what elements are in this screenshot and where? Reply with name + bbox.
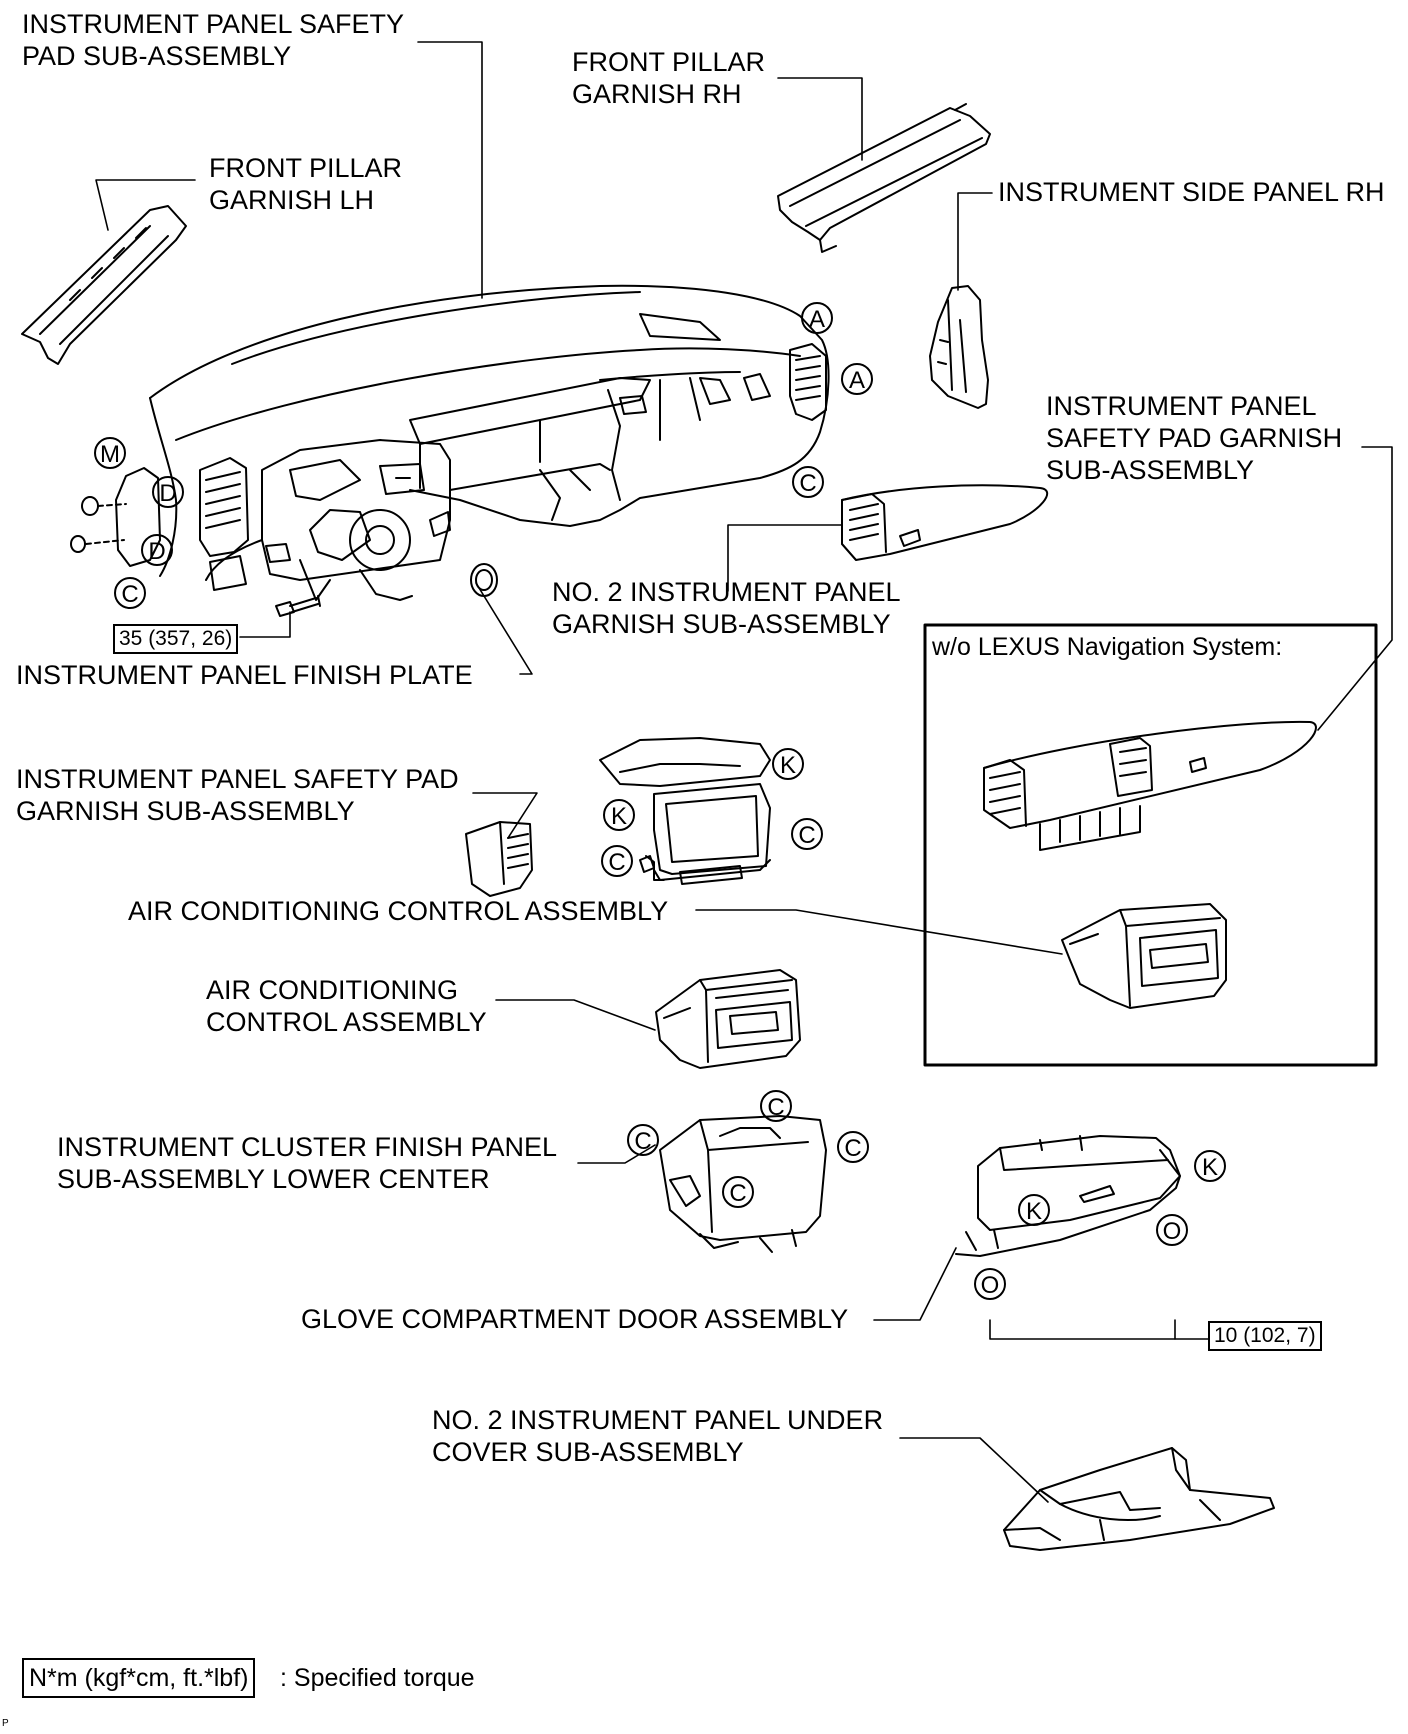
ref-letter-o1: O	[1163, 1218, 1182, 1245]
ref-circle-c8	[722, 1176, 754, 1208]
air-conditioning-control-assembly-main	[655, 969, 801, 1069]
instrument-cluster-finish-panel-lower-center	[659, 1115, 827, 1253]
ref-circle-a2	[841, 363, 873, 395]
ref-letter-c6: C	[634, 1128, 651, 1155]
ref-letter-c5: C	[767, 1094, 784, 1121]
front-pillar-garnish-rh	[777, 103, 991, 253]
label-front-pillar-garnish-lh: FRONT PILLAR GARNISH LH	[209, 153, 403, 215]
torque-bolt-left: 35 (357, 26)	[113, 624, 239, 654]
ref-circle-k2	[603, 799, 635, 831]
ref-circle-c5	[760, 1090, 792, 1122]
label-no2-under-cover: NO. 2 INSTRUMENT PANEL UNDER COVER SUB-A…	[432, 1405, 884, 1467]
label-instrument-cluster-finish-panel: INSTRUMENT CLUSTER FINISH PANEL SUB-ASSE…	[57, 1132, 558, 1194]
ref-markers	[94, 302, 1226, 1300]
label-safety-pad-sub-assembly: INSTRUMENT PANEL SAFETY PAD SUB-ASSEMBLY	[22, 9, 405, 71]
ref-circle-k3	[1194, 1150, 1226, 1182]
ref-circle-c1	[114, 577, 146, 609]
ref-letter-k4: K	[1026, 1198, 1042, 1225]
inset-pad-garnish	[983, 720, 1317, 851]
label-instrument-panel-finish-plate: INSTRUMENT PANEL FINISH PLATE	[16, 660, 473, 690]
ref-letters: A A M D D C C K K C C C C C C K K O O	[100, 306, 1218, 1299]
label-air-conditioning-control-2: AIR CONDITIONING CONTROL ASSEMBLY	[206, 975, 487, 1037]
inset-frame	[923, 623, 1378, 1067]
corner-letter: P	[2, 1718, 9, 1729]
ref-letter-k3: K	[1202, 1154, 1218, 1181]
ref-circle-o1	[1156, 1214, 1188, 1246]
ref-letter-c7: C	[844, 1135, 861, 1162]
inset-title: w/o LEXUS Navigation System:	[932, 633, 1283, 661]
ref-circle-d1	[152, 476, 184, 508]
label-safety-pad-garnish-right: INSTRUMENT PANEL SAFETY PAD GARNISH SUB-…	[1046, 391, 1343, 485]
label-air-conditioning-control-1: AIR CONDITIONING CONTROL ASSEMBLY	[128, 896, 669, 926]
ref-circle-a1	[801, 302, 833, 334]
ref-circle-c3	[791, 818, 823, 850]
ref-circle-k1	[772, 748, 804, 780]
bolt-left	[275, 595, 321, 617]
instrument-side-panel-rh	[929, 285, 989, 409]
ref-letter-k2: K	[611, 803, 627, 830]
label-glove-compartment-door: GLOVE COMPARTMENT DOOR ASSEMBLY	[301, 1304, 849, 1334]
ref-letter-c8: C	[729, 1180, 746, 1207]
front-pillar-garnish-lh	[21, 205, 187, 365]
legend-torque-box: N*m (kgf*cm, ft.*lbf)	[22, 1658, 256, 1698]
instrument-panel-finish-plate	[470, 563, 498, 597]
ref-letter-m: M	[100, 441, 120, 468]
ref-circle-m	[94, 437, 126, 469]
ref-circle-c4	[601, 845, 633, 877]
label-safety-pad-garnish-left: INSTRUMENT PANEL SAFETY PAD GARNISH SUB-…	[16, 764, 459, 826]
ref-letter-a1: A	[809, 306, 825, 333]
inset-air-conditioning-control	[1061, 903, 1227, 1009]
ref-letter-c2: C	[799, 470, 816, 497]
no2-instrument-panel-under-cover	[1003, 1447, 1275, 1551]
ref-letter-c3: C	[798, 822, 815, 849]
label-no2-instrument-panel-garnish: NO. 2 INSTRUMENT PANEL GARNISH SUB-ASSEM…	[552, 577, 901, 639]
ref-circle-k4	[1018, 1194, 1050, 1226]
ref-circle-c2	[792, 466, 824, 498]
ref-circle-d2	[141, 534, 173, 566]
ref-letter-c1: C	[121, 581, 138, 608]
ref-letter-a2: A	[849, 367, 865, 394]
ref-circle-c6	[627, 1124, 659, 1156]
leader-lines	[95, 41, 1393, 1503]
center-cluster-bezel	[599, 737, 771, 885]
ref-letter-c4: C	[608, 849, 625, 876]
instrument-panel-main	[70, 284, 830, 601]
ref-letter-d2: D	[148, 538, 165, 565]
ref-letter-k1: K	[780, 752, 796, 779]
ref-circle-o2	[974, 1268, 1006, 1300]
legend-torque-text: : Specified torque	[280, 1664, 475, 1692]
label-instrument-side-panel-rh: INSTRUMENT SIDE PANEL RH	[998, 177, 1385, 207]
ref-circle-c7	[837, 1131, 869, 1163]
glove-compartment-door	[955, 1135, 1181, 1257]
torque-glove: 10 (102, 7)	[1208, 1321, 1322, 1351]
instrument-panel-safety-pad-garnish-left	[465, 821, 533, 897]
label-front-pillar-garnish-rh: FRONT PILLAR GARNISH RH	[572, 47, 766, 109]
ref-letter-o2: O	[981, 1272, 1000, 1299]
ref-letter-d1: D	[159, 480, 176, 507]
no2-instrument-panel-garnish	[841, 484, 1048, 561]
